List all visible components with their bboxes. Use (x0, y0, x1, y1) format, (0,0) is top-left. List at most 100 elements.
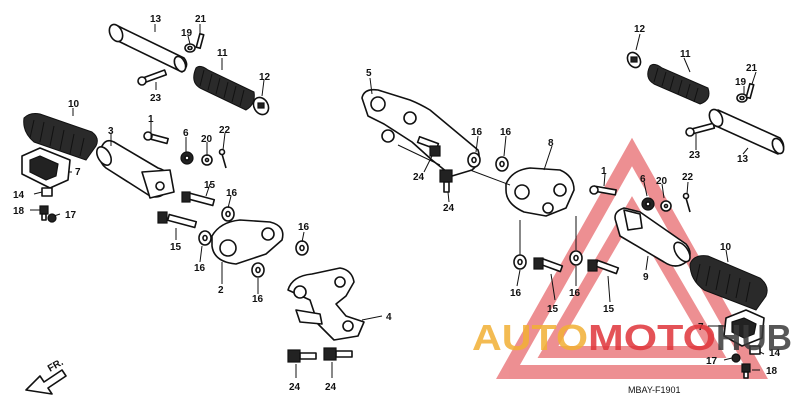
part-16-washer-mid-left (295, 240, 309, 256)
callout-23-left: 23 (150, 93, 162, 104)
part-15-bolt-center-b (587, 259, 620, 275)
part-2-plate-left (211, 219, 284, 265)
callout-16-lower-left: 16 (194, 263, 206, 274)
part-16-washer-center-d (569, 250, 583, 266)
callout-20-left: 20 (201, 134, 213, 145)
part-9-front-peg-right (614, 207, 691, 267)
callout-16-center-c: 16 (510, 288, 522, 299)
part-23-pin-right (685, 122, 716, 137)
callout-18-right: 18 (766, 366, 778, 377)
part-24-bolt-left-b (323, 347, 353, 361)
part-16-washer-lower-left (198, 230, 212, 246)
callout-24-left-a: 24 (289, 382, 301, 393)
callout-13-right: 13 (737, 154, 749, 165)
callout-6-right: 6 (640, 174, 646, 185)
callout-5-center: 5 (366, 68, 372, 79)
part-7-bracket-left (21, 147, 71, 189)
part-15-bolt-lower-left (157, 211, 198, 229)
part-6-spring-left (180, 151, 194, 165)
callout-12-left: 12 (259, 72, 271, 83)
callout-3-left: 3 (108, 126, 114, 137)
callout-21-left: 21 (195, 14, 207, 25)
callout-24-center-a: 24 (413, 172, 425, 183)
callout-16-mid-left: 16 (298, 222, 310, 233)
part-17-nut-left (47, 213, 57, 223)
watermark-text-hub: HUB (716, 317, 792, 358)
callout-23-right: 23 (689, 150, 701, 161)
part-16-washer-center-c (513, 254, 527, 270)
callout-15-lower-left: 15 (170, 242, 182, 253)
part-18-screw-right (741, 363, 751, 379)
part-22-cotter-left (218, 148, 227, 169)
callout-16-low-left: 16 (252, 294, 264, 305)
callout-6-left: 6 (183, 128, 189, 139)
callout-7-left: 7 (75, 167, 81, 178)
part-19-washer-left (184, 43, 196, 53)
callout-16-upper-left: 16 (226, 188, 238, 199)
part-20-washer-right (660, 200, 672, 212)
callout-18-left: 18 (13, 206, 25, 217)
callout-24-center-b: 24 (443, 203, 455, 214)
callout-13-left: 13 (150, 14, 162, 25)
part-13-rear-peg-left (108, 23, 188, 73)
part-1-pin-right (589, 185, 617, 196)
callout-20-right: 20 (656, 176, 668, 187)
part-22-cotter-right (682, 192, 691, 213)
callout-7-right: 7 (698, 322, 704, 333)
front-direction-arrow (25, 369, 67, 395)
callout-15-center-b: 15 (603, 304, 615, 315)
part-20-washer-left (201, 154, 213, 166)
part-12-washer-right (626, 51, 642, 69)
callout-22-left: 22 (219, 125, 231, 136)
callout-11-left: 11 (217, 48, 228, 59)
part-10-rubber-left (23, 113, 98, 161)
part-24-bolt-center-a (416, 135, 441, 157)
callout-4-left: 4 (386, 312, 392, 323)
callout-15-center-a: 15 (547, 304, 559, 315)
part-19-washer-right (736, 93, 748, 103)
callout-10-right: 10 (720, 242, 732, 253)
callout-9-right: 9 (643, 272, 649, 283)
watermark-triangle-inner (537, 196, 727, 358)
callout-16-center-d: 16 (569, 288, 581, 299)
part-16-washer-center-b (495, 156, 509, 172)
part-15-bolt-upper-left (181, 191, 216, 207)
watermark-text-moto: MOTO (588, 317, 716, 358)
alignment-lines (397, 144, 577, 255)
callout-14-right: 14 (769, 348, 781, 359)
callout-2-left: 2 (218, 285, 224, 296)
callout-17-right: 17 (706, 356, 718, 367)
part-7-bracket-right (723, 309, 765, 347)
part-12-washer-left (252, 96, 270, 116)
part-21-pin-right (745, 82, 755, 100)
part-23-pin-left (137, 69, 168, 86)
part-1-pin-left (143, 131, 169, 145)
callout-16-center-b: 16 (500, 127, 512, 138)
part-18-screw-left (39, 205, 49, 221)
part-16-washer-low-left (251, 262, 265, 278)
callout-19-right: 19 (735, 77, 747, 88)
part-5-plate-center (361, 88, 480, 177)
callout-14-left: 14 (13, 190, 25, 201)
watermark-logo: AUTO MOTO HUB (472, 317, 792, 358)
callout-15-upper-left: 15 (204, 180, 216, 191)
callout-12-right: 12 (634, 24, 646, 35)
callout-24-left-b: 24 (325, 382, 337, 393)
callout-17-left: 17 (65, 210, 77, 221)
callout-21-right: 21 (746, 63, 758, 74)
diagram-code: MBAY-F1901 (628, 385, 681, 395)
part-21-pin-left (195, 32, 205, 50)
leader-lines (30, 24, 765, 378)
part-10-rubber-right (689, 255, 768, 311)
callout-19-left: 19 (181, 28, 193, 39)
part-24-bolt-center-b (439, 169, 453, 193)
part-16-washer-center-a (467, 152, 481, 168)
callout-1-left: 1 (148, 114, 154, 125)
part-13-rear-peg-right (708, 108, 785, 155)
part-15-bolt-center-a (533, 257, 564, 273)
callout-16-center-a: 16 (471, 127, 483, 138)
callout-8-center: 8 (548, 138, 554, 149)
part-4-bracket-left (287, 267, 365, 341)
callout-1-right: 1 (601, 166, 607, 177)
